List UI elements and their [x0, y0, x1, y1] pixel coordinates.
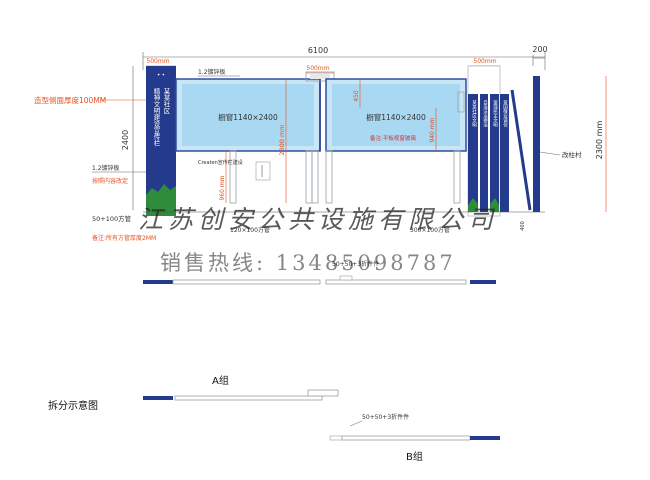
window-left-label: 橱窗1140×2400	[218, 112, 278, 122]
window-panel-right: 橱窗1140×2400 备注:平板视窗玻璃	[325, 78, 467, 152]
right-plate-text-1: 某某社区文明	[472, 100, 477, 129]
window-left-glass	[182, 84, 314, 146]
dim-450-label: 450	[353, 90, 360, 102]
right-plate-1	[468, 94, 478, 212]
slanted-brace	[510, 89, 532, 211]
ground-base	[143, 211, 545, 285]
group-b-part-label: 50+50+3折件件	[362, 413, 409, 421]
pillar-text-col2: 精神文明建设宣传栏	[152, 87, 160, 148]
dim-120-label: 120×100方管	[230, 226, 270, 234]
left-window-posts	[229, 150, 319, 204]
right-plate-2	[480, 94, 488, 212]
left-500-label: 500mm	[146, 58, 169, 65]
overall-width-label: 6100	[308, 46, 328, 55]
right-plate-text-4: 爱国敬业诚信	[503, 99, 508, 129]
dim-940-label: 940 mm	[429, 117, 436, 142]
post-leader	[539, 151, 561, 156]
right-window-posts	[325, 150, 461, 204]
logo-sketch	[255, 161, 271, 181]
content-note: 按照内容改定	[92, 177, 128, 185]
window-right-handle	[457, 91, 465, 113]
post-label: 改柱村	[562, 150, 582, 159]
tube-label: 50+100方管	[92, 214, 132, 223]
logo-label: Createn宣传栏建设	[198, 159, 243, 166]
right-plate-text-2: 自治法治德治	[483, 99, 488, 129]
group-a-parts	[143, 389, 339, 401]
right-plate-foliage-1	[468, 198, 478, 212]
watermark-phone: 销售热线: 13485098787	[160, 251, 456, 275]
right-pillars: 某某社区文明 自治法治德治 富强民主文明 爱国敬业诚信	[467, 65, 509, 217]
base-right-rail	[325, 279, 467, 285]
window-right-label: 橱窗1140×2400	[366, 112, 426, 122]
group-a-joint	[307, 389, 339, 397]
dim-960-label: 960 mm	[219, 175, 226, 200]
base-left-cap	[143, 280, 173, 284]
post-width-label: 200	[532, 45, 547, 54]
pillar-text-col1: 某某社区	[162, 88, 170, 115]
right-500-label: 500mm	[473, 58, 496, 65]
tube-remark: 备注:所有方管厚度2MM	[92, 234, 156, 242]
mid-500-label: 500mm	[306, 65, 329, 72]
group-b-label: B组	[406, 450, 423, 463]
group-b-parts	[329, 435, 500, 441]
group-b-cap	[470, 436, 500, 440]
dim-bottom-mid-label: 50+50+3折件件	[332, 260, 379, 268]
left-window-post-c	[311, 150, 319, 204]
group-a-cap	[143, 396, 173, 400]
group-b-rail	[341, 435, 471, 441]
right-plate-text-3: 富强民主文明	[493, 99, 498, 129]
middle-cap	[305, 71, 335, 82]
dim-2300-label: 2300 mm	[278, 124, 286, 155]
dim-400-label: 400	[520, 221, 526, 231]
watermark-company: 江苏创安公共设施有限公司	[138, 205, 498, 234]
dim-bottom-right-label: 300×100方管	[410, 226, 450, 234]
top-steel-label: 1.2镀锌板	[198, 68, 226, 76]
right-plate-foliage-2	[490, 198, 499, 212]
base-joint	[339, 275, 353, 281]
group-a-label: A组	[212, 374, 229, 387]
right-post	[533, 76, 540, 212]
side-steel-label: 1.2镀锌板	[92, 164, 120, 172]
right-window-post-a	[325, 150, 333, 204]
left-window-post-a	[229, 150, 237, 204]
depth-note: 造型侧面厚度100MM	[34, 95, 106, 105]
overall-dimension	[142, 52, 546, 70]
right-plate-4	[500, 94, 509, 212]
group-b-leader	[349, 420, 363, 427]
exploded-title: 拆分示意图	[48, 399, 98, 412]
group-b-joint	[329, 435, 343, 441]
height-2400-label: 2400	[121, 130, 130, 150]
base-left-rail	[172, 279, 321, 285]
window-right-note: 备注:平板视窗玻璃	[370, 134, 416, 142]
group-a-rail	[174, 395, 323, 401]
base-right-cap	[470, 280, 496, 284]
pillar-logo-mark: ✦ ✦	[157, 72, 166, 77]
window-panel-left: 橱窗1140×2400	[175, 78, 321, 152]
right-window-post-b	[453, 150, 461, 204]
middle-cap-inner	[310, 74, 330, 79]
right-2300-label: 2300 mm	[595, 121, 604, 160]
right-plate-3	[490, 94, 499, 212]
left-pillar: 某某社区 精神文明建设宣传栏 ✦ ✦	[146, 66, 176, 216]
window-right-glass	[332, 84, 460, 146]
left-window-post-b	[305, 150, 313, 204]
left-pillar-foliage	[146, 184, 176, 216]
